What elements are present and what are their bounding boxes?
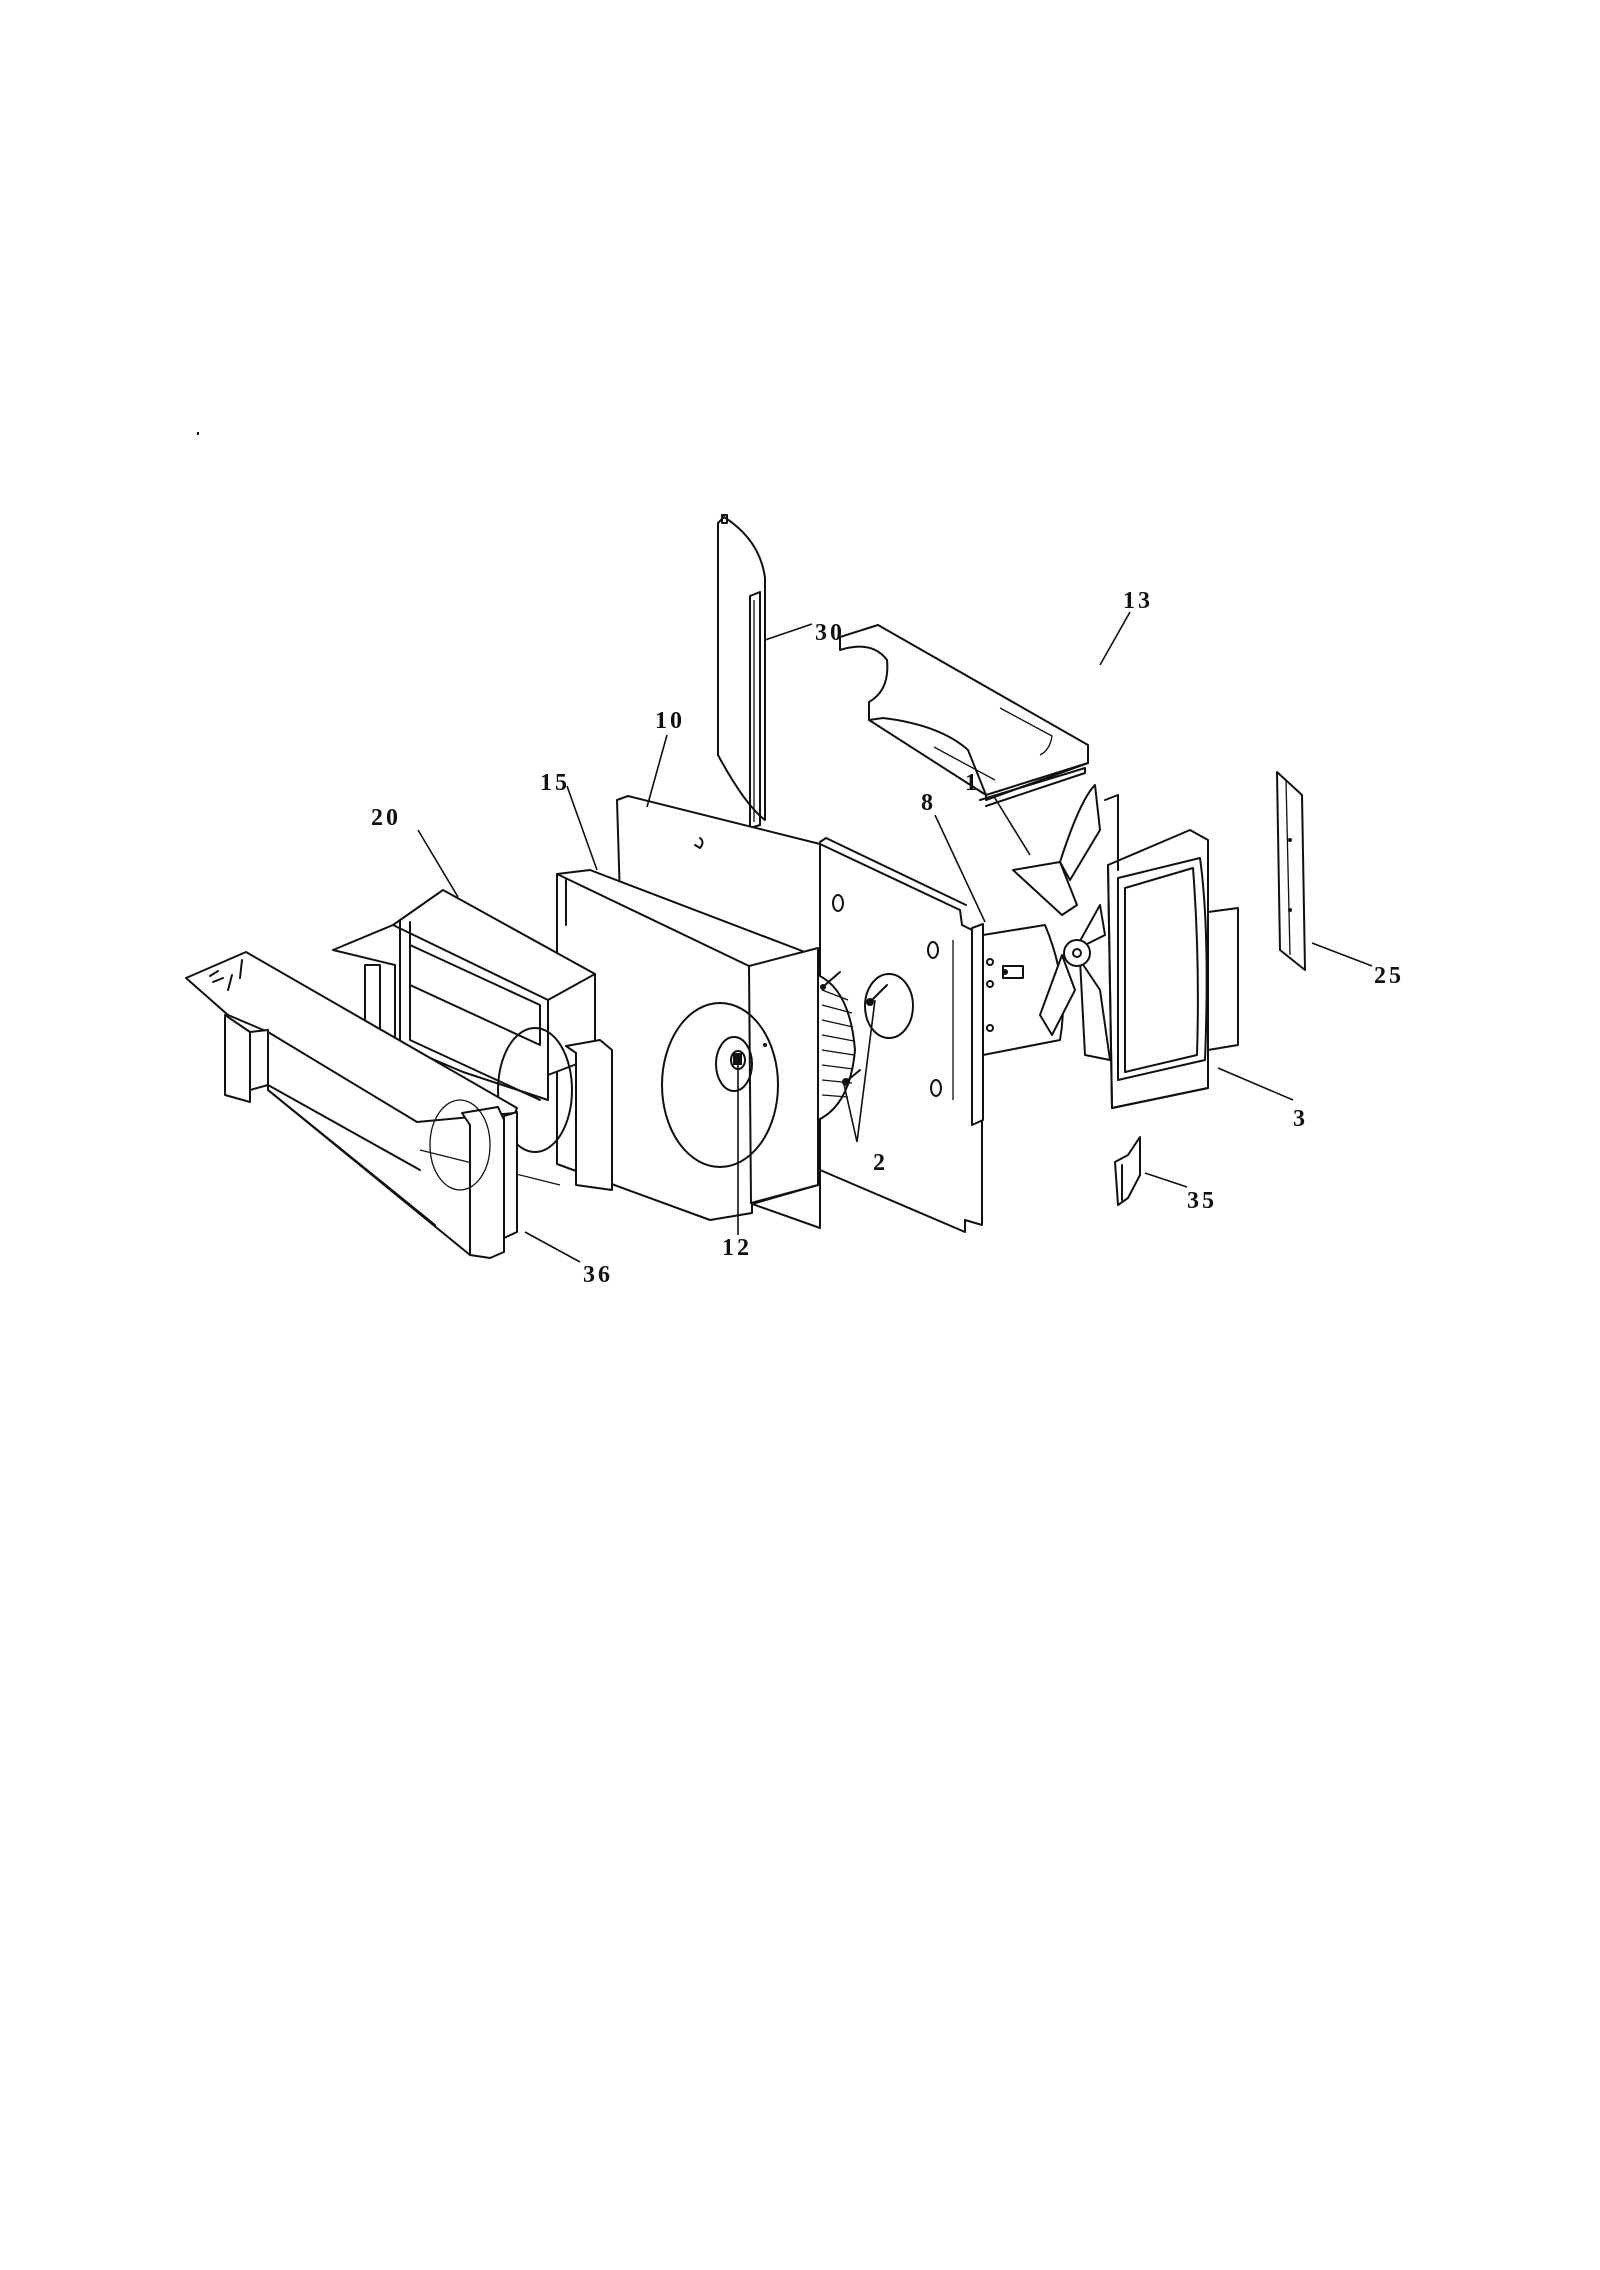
callout-36: 36: [583, 1262, 613, 1288]
part-3-fan-shroud: [1104, 794, 1239, 1109]
part-2-screws: [820, 971, 888, 1086]
callout-13: 13: [1123, 588, 1153, 614]
part-25-side-panel: [1276, 771, 1306, 971]
callout-30: 30: [815, 620, 845, 646]
callout-3: 3: [1293, 1106, 1308, 1132]
callout-10: 10: [655, 708, 685, 734]
part-1-fan-blade: [1012, 784, 1111, 1061]
callout-25: 25: [1374, 963, 1404, 989]
stray-dot: [197, 432, 199, 435]
callout-20: 20: [371, 805, 401, 831]
callout-2: 2: [873, 1150, 888, 1176]
part-35-bracket: [1114, 1136, 1141, 1206]
callout-12: 12: [722, 1235, 752, 1261]
callout-15: 15: [540, 770, 570, 796]
callout-35: 35: [1187, 1188, 1217, 1214]
part-36-grille-frame: [185, 951, 518, 1259]
part-30-duct-panel: [717, 514, 766, 829]
callout-8: 8: [921, 790, 936, 816]
callout-1: 1: [965, 770, 980, 796]
part-13-top-cover: [839, 624, 1089, 807]
leader-lines: [417, 611, 1373, 1263]
